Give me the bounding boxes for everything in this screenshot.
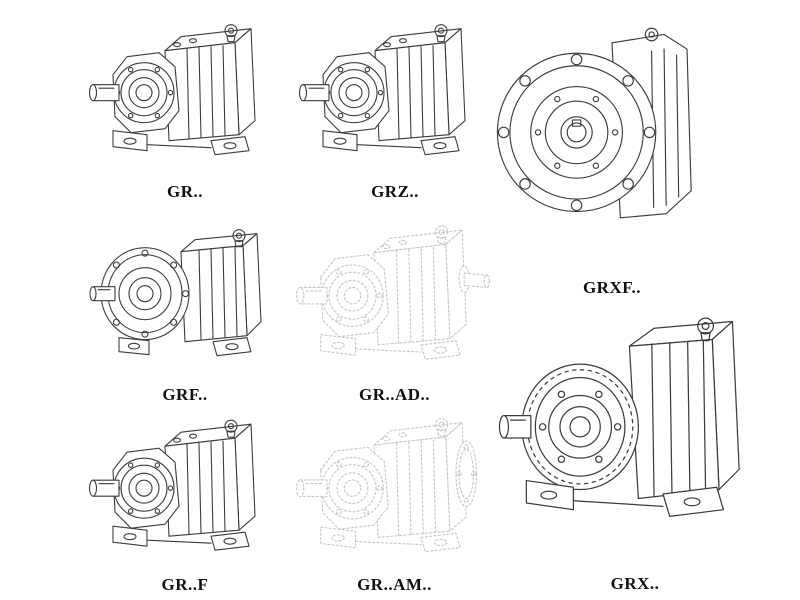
- model-label-grz: GRZ..: [371, 182, 419, 202]
- figure-grxf: GRXF..: [487, 0, 737, 298]
- gearbox-drawing-gr: [85, 2, 285, 181]
- figure-grf: GRF..: [85, 205, 285, 405]
- figure-grff: GR..F: [85, 400, 285, 595]
- figure-grx: GRX..: [495, 296, 775, 594]
- figure-gr: GR..: [85, 2, 285, 202]
- gearbox-drawing-grx: [495, 296, 775, 573]
- model-label-grx: GRX..: [610, 574, 660, 594]
- model-label-grff: GR..F: [161, 575, 209, 595]
- model-label-grad: GR..AD..: [358, 385, 431, 405]
- figure-grad: GR..AD..: [292, 205, 497, 405]
- model-label-grxf: GRXF..: [582, 278, 642, 298]
- gearbox-drawing-grff: [85, 400, 285, 574]
- model-label-gr: GR..: [167, 182, 203, 202]
- gearbox-drawing-grxf: [487, 0, 737, 277]
- model-label-gram: GR..AM..: [357, 575, 432, 595]
- figure-gram: GR..AM..: [292, 400, 497, 595]
- gearbox-drawing-gram: [292, 400, 497, 574]
- gearbox-drawing-grz: [295, 2, 495, 181]
- gearbox-drawing-grad: [292, 205, 497, 384]
- model-label-grf: GRF..: [162, 385, 208, 405]
- figure-grz: GRZ..: [295, 2, 495, 202]
- gearbox-drawing-grf: [85, 205, 285, 384]
